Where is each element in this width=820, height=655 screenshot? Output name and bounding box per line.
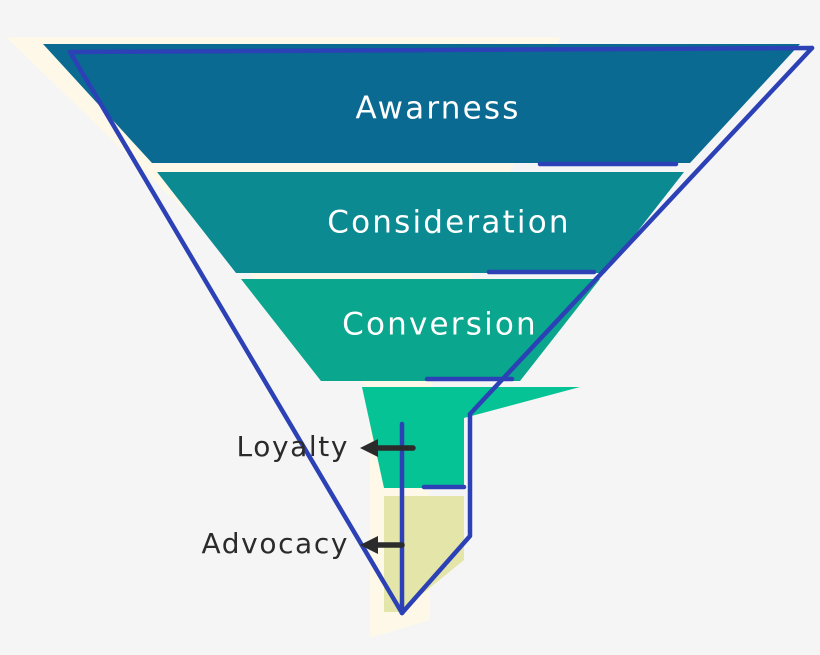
advocacy-arrow-icon	[360, 536, 405, 554]
funnel-bands	[43, 44, 800, 612]
funnel-outline-right-edge	[399, 45, 815, 616]
funnel-outline-layer	[67, 45, 815, 616]
funnel-outline-left-edge	[67, 49, 405, 616]
stage-label-consideration: Consideration	[327, 205, 571, 241]
funnel-outline-top-edge	[67, 45, 815, 55]
stage-label-awarness: Awarness	[355, 91, 520, 127]
loyalty-arrow-icon	[360, 439, 416, 457]
funnel-band-consideration	[157, 172, 684, 273]
funnel-band-conversion	[241, 279, 600, 381]
funnel-band-loyalty	[362, 387, 580, 488]
stage-label-advocacy: Advocacy	[202, 527, 349, 560]
stage-label-loyalty: Loyalty	[237, 430, 350, 463]
stage-label-conversion: Conversion	[342, 307, 538, 343]
funnel-band-awarness	[43, 44, 800, 163]
